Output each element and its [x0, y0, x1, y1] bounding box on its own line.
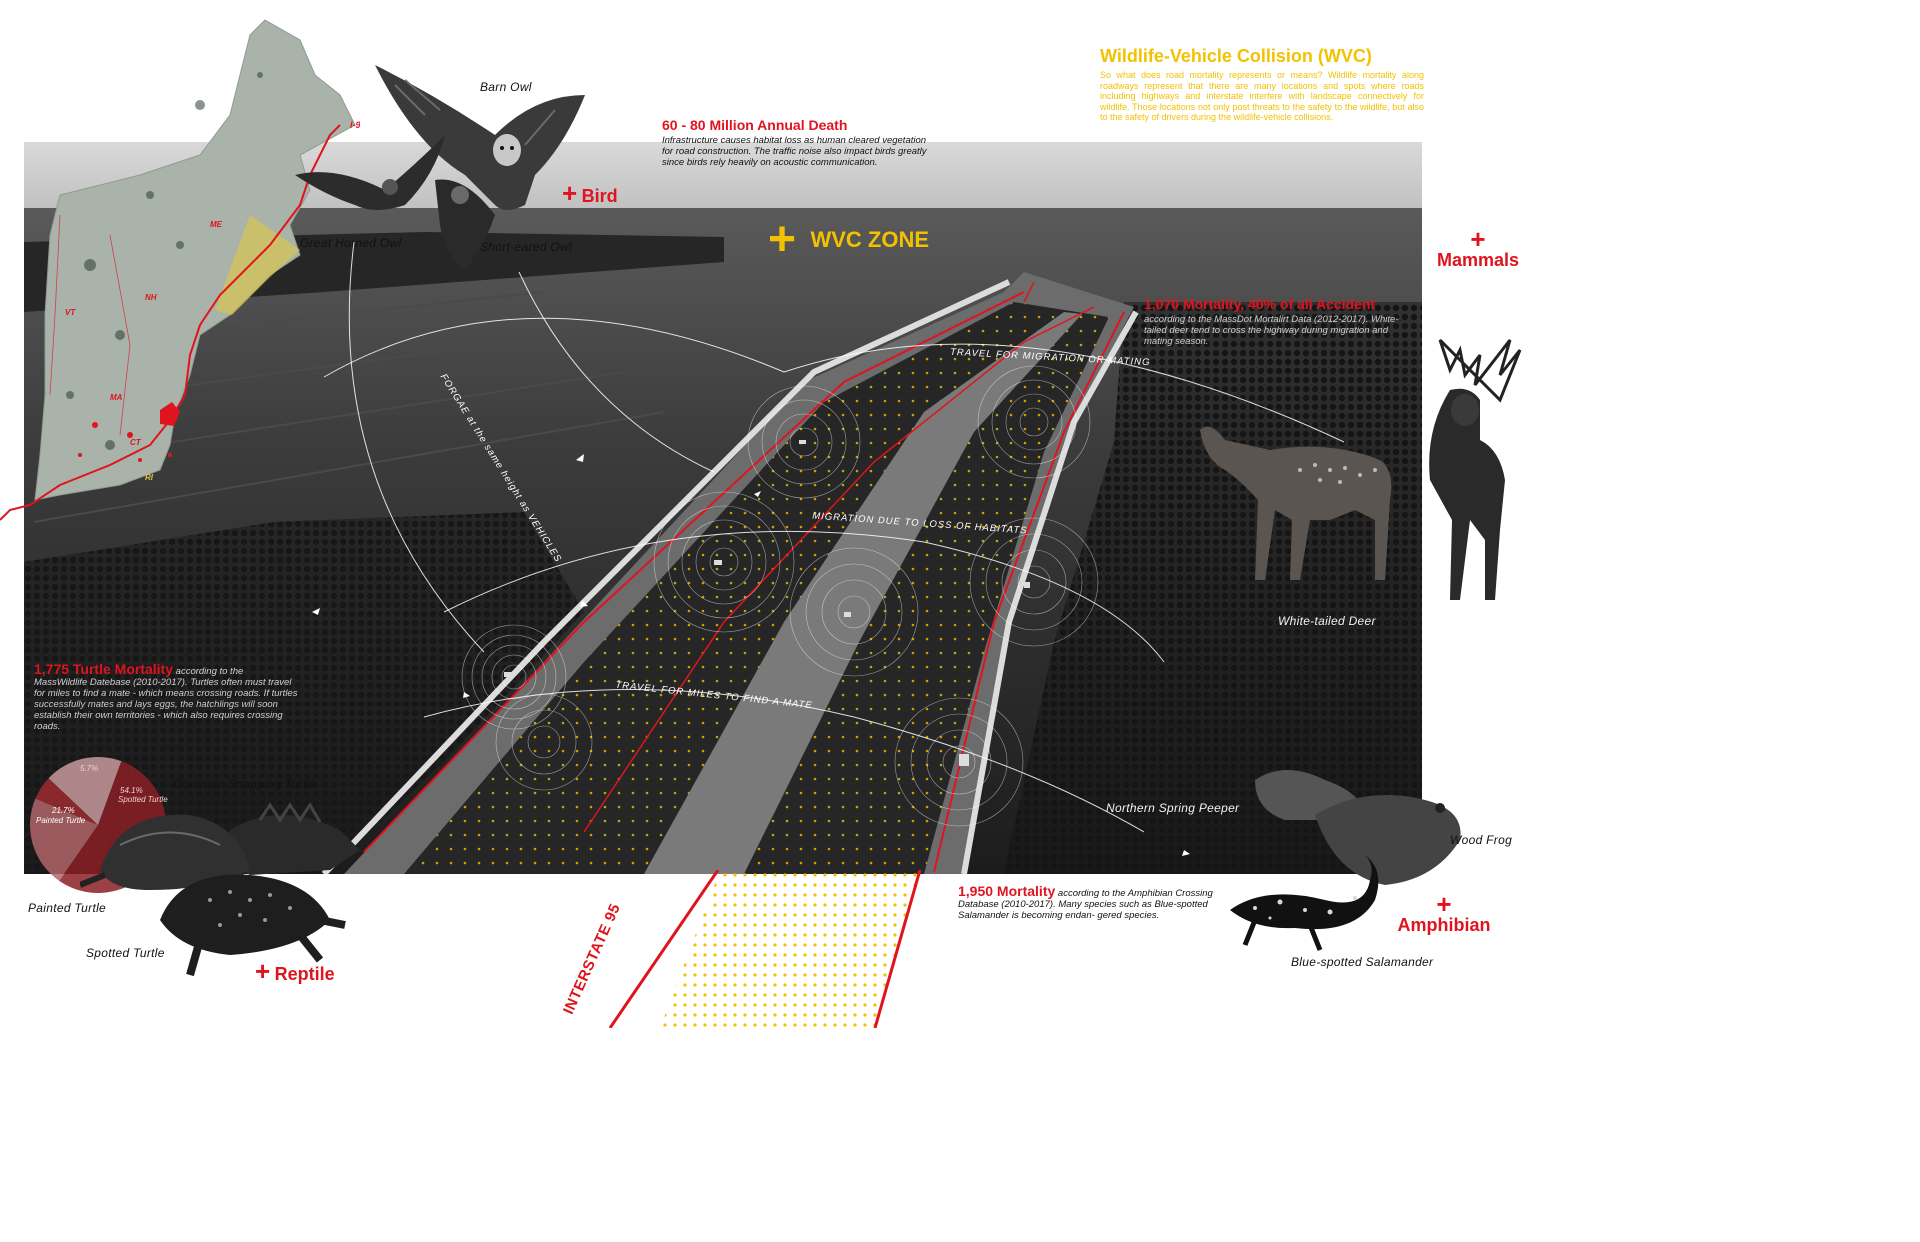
pie-value-label-small: 5.7%	[80, 764, 98, 773]
route-label: I-95	[350, 120, 360, 130]
mammals-category: + Mammals	[1428, 224, 1528, 271]
state-label-ri: RI	[145, 473, 154, 482]
state-label-ma: MA	[110, 393, 123, 402]
state-label-nh: NH	[145, 293, 157, 302]
mammals-headline: 1,070 Mortality, 40% of all Accident	[1144, 296, 1376, 312]
wvc-zone-marker: + WVC ZONE	[768, 216, 930, 264]
interstate-95-strip	[608, 870, 922, 1028]
common-snapping-turtle	[227, 802, 360, 875]
barn-owl-label: Barn Owl	[480, 80, 532, 94]
spotted-turtle-label: Spotted Turtle	[86, 946, 165, 960]
plus-icon: +	[1436, 889, 1452, 919]
reptile-category: + Reptile	[255, 958, 335, 985]
mammals-body: according to the MassDot Mortalirt Data …	[1144, 314, 1399, 347]
state-label-vt: VT	[65, 308, 76, 317]
pie-slice-1	[29, 798, 98, 881]
amphibian-body: according to the Amphibian Crossing Data…	[958, 888, 1213, 921]
owl-illustrations	[295, 65, 585, 270]
pie-value-label-spotted: 54.1%	[120, 786, 143, 795]
white-tailed-deer-doe	[1200, 426, 1392, 580]
reptile-body: according to the MassWildlife Datebase (…	[34, 666, 298, 732]
pie-slice-2	[35, 778, 98, 825]
pie-slice-3	[48, 757, 122, 825]
northern-spring-peeper-label: Northern Spring Peeper	[1106, 801, 1240, 815]
amphibian-category: + Amphibian	[1394, 889, 1494, 936]
bird-category: + Bird	[562, 180, 618, 207]
reptile-text-block: 1,775 Turtle Mortality according to the …	[34, 661, 299, 732]
great-horned-owl-illustration	[295, 135, 445, 210]
bird-category-label: Bird	[581, 186, 618, 206]
wvc-title: Wildlife-Vehicle Collision (WVC)	[1100, 46, 1372, 66]
amphibian-headline: 1,950 Mortality	[958, 883, 1056, 899]
wvc-body: So what does road mortality represents o…	[1100, 70, 1424, 122]
mammals-category-label: Mammals	[1436, 250, 1520, 270]
wood-frog	[1315, 795, 1461, 885]
bird-body: Infrastructure causes habitat loss as hu…	[662, 135, 927, 168]
deer-illustrations	[1200, 338, 1522, 600]
short-eared-owl-label: Short-eared Owl	[480, 240, 572, 254]
spotted-turtle	[160, 874, 346, 977]
wvc-zone-label: WVC ZONE	[810, 227, 930, 252]
plus-icon: +	[768, 213, 797, 266]
blue-spotted-salamander-label: Blue-spotted Salamander	[1291, 955, 1434, 969]
painted-turtle-label: Painted Turtle	[28, 901, 107, 915]
great-horned-owl-label: Great Horned Owl	[300, 236, 402, 250]
infographic-poster: INTERSTATE 95 ME NH VT MA CT RI I-95	[0, 19, 1528, 1028]
white-tailed-deer-buck	[1429, 338, 1522, 600]
common-snapping-turtle-label: Common Snapping Turtle	[174, 777, 317, 791]
plus-icon: +	[1470, 224, 1486, 254]
blue-spotted-salamander	[1230, 855, 1379, 951]
barn-owl-illustration	[375, 65, 585, 210]
pie-category-label-spotted: Spotted Turtle	[118, 795, 168, 804]
turtle-illustrations	[80, 802, 360, 977]
bird-headline: 60 - 80 Million Annual Death	[662, 117, 848, 133]
amphibian-illustrations	[1230, 770, 1461, 951]
amphibian-text-block: 1,950 Mortality according to the Amphibi…	[958, 883, 1220, 921]
wood-frog-label: Wood Frog	[1450, 833, 1513, 847]
plus-icon: +	[562, 178, 578, 208]
state-label-me: ME	[210, 220, 223, 229]
new-england-map: ME NH VT MA CT RI I-95	[0, 19, 360, 521]
state-label-ct: CT	[130, 438, 142, 447]
pie-category-label-painted: Painted Turtle	[36, 816, 86, 825]
aerial-scene	[24, 142, 1422, 874]
reptile-headline: 1,775 Turtle Mortality	[34, 661, 174, 677]
short-eared-owl-illustration	[435, 179, 495, 270]
white-tailed-deer-label: White-tailed Deer	[1278, 614, 1376, 628]
aerial-highway-photo	[24, 142, 1422, 874]
pie-value-label-painted: 21.7%	[51, 806, 75, 815]
reptile-category-label: Reptile	[274, 964, 335, 984]
amphibian-category-label: Amphibian	[1397, 915, 1491, 935]
plus-icon: +	[255, 956, 271, 986]
